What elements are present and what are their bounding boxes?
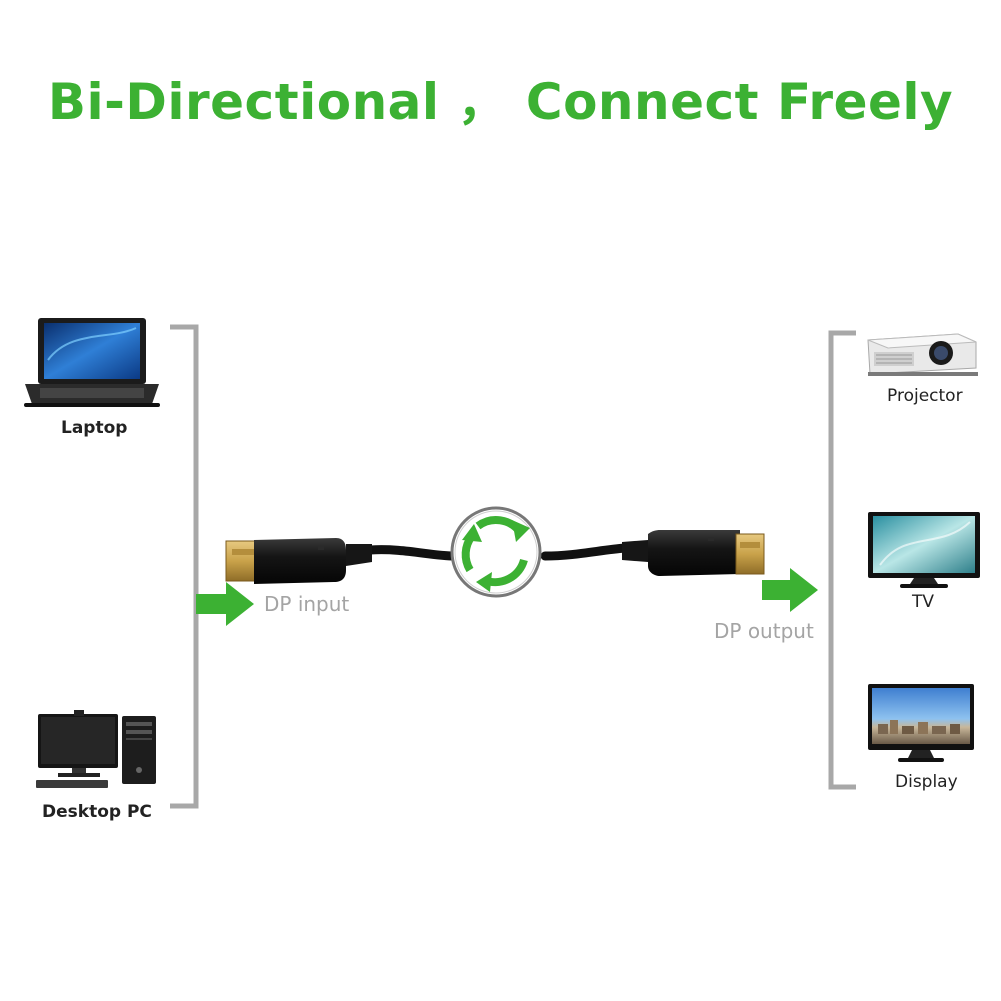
- dp-output-label: DP output: [714, 619, 814, 643]
- tv-label: TV: [912, 592, 935, 612]
- projector-label: Projector: [887, 386, 963, 406]
- bidirectional-cycle-icon: [450, 506, 542, 598]
- desktop-pc-icon: [36, 710, 156, 788]
- dp-input-label: DP input: [264, 592, 350, 616]
- dp-cable: [365, 543, 630, 561]
- display-icon: [868, 684, 974, 762]
- dp-output-arrow-icon: [762, 568, 818, 612]
- dp-connector-left: [225, 538, 372, 584]
- page-title: Bi-Directional ， Connect Freely: [47, 73, 954, 131]
- tv-icon: [868, 512, 980, 588]
- dp-input-arrow-icon: [196, 582, 254, 626]
- display-label: Display: [895, 772, 958, 792]
- laptop-label: Laptop: [61, 418, 128, 438]
- dp-connector-right: [622, 530, 765, 576]
- destination-bracket: [828, 330, 856, 790]
- laptop-icon: [24, 318, 160, 407]
- desktop-pc-label: Desktop PC: [42, 802, 152, 822]
- projector-icon: [867, 333, 978, 376]
- source-bracket: [170, 324, 199, 809]
